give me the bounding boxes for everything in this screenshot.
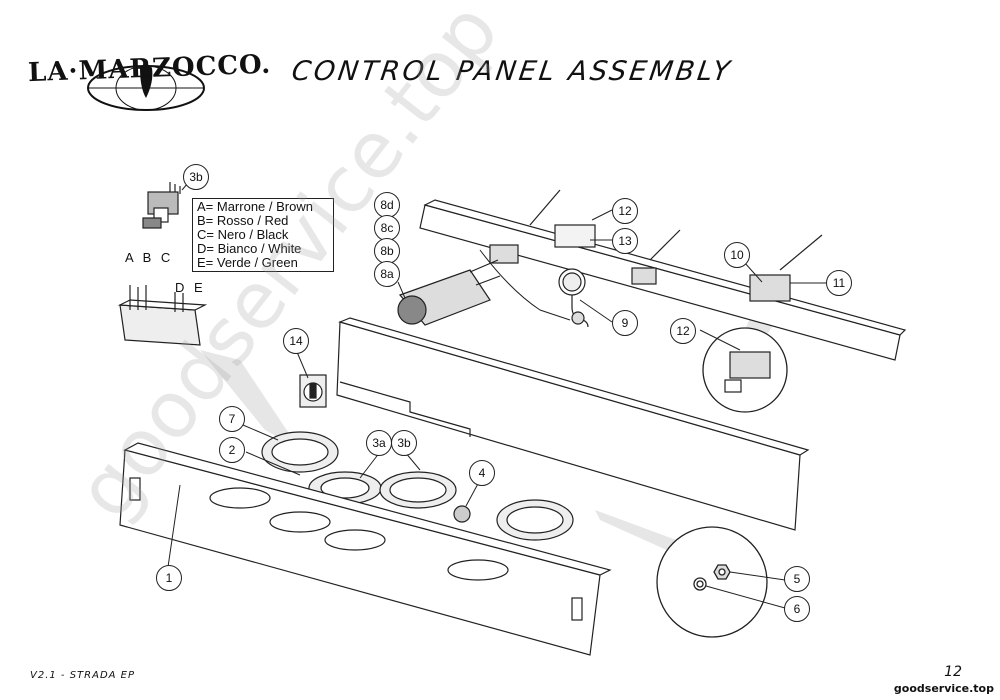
callout-2: 2 xyxy=(219,437,245,463)
callout-12-top: 12 xyxy=(612,198,638,224)
callout-11: 11 xyxy=(826,270,852,296)
legend-item: A= Marrone / Brown xyxy=(197,199,313,214)
callout-6: 6 xyxy=(784,596,810,622)
potentiometer-icon xyxy=(142,182,181,229)
page-number: 12 xyxy=(944,664,962,680)
detail-zoom-circle xyxy=(656,526,768,638)
pressure-gauge-icon xyxy=(479,249,589,328)
callout-1: 1 xyxy=(156,565,182,591)
control-panel-rail xyxy=(419,189,907,361)
relay-detail-icon xyxy=(724,351,771,393)
legend-item: B= Rosso / Red xyxy=(197,213,289,228)
zoom-beam xyxy=(200,350,300,450)
connector-block-icon xyxy=(117,285,208,346)
legend-item: D= Bianco / White xyxy=(197,241,302,256)
globe-emblem-icon xyxy=(87,64,205,111)
wire-color-legend: A= Marrone / Brown B= Rosso / Red C= Ner… xyxy=(192,198,334,272)
callout-7: 7 xyxy=(219,406,245,432)
pin-label-abc: A B C xyxy=(125,250,174,265)
callout-10: 10 xyxy=(724,242,750,268)
callout-4: 4 xyxy=(469,460,495,486)
legend-item: C= Nero / Black xyxy=(197,227,289,242)
callout-14: 14 xyxy=(283,328,309,354)
callout-3b-top: 3b xyxy=(183,164,209,190)
model-label: V2.1 - STRADA EP xyxy=(30,670,136,681)
rotary-switch-icon xyxy=(397,259,501,326)
site-label: goodservice.top xyxy=(893,682,994,695)
callout-9: 9 xyxy=(612,310,638,336)
callout-3a: 3a xyxy=(366,430,392,456)
pin-label-de: D E xyxy=(175,280,206,295)
display-bezels xyxy=(261,431,574,541)
front-panel-plate xyxy=(119,442,612,656)
callout-8a: 8a xyxy=(374,261,400,287)
nut-washer-detail-icon xyxy=(693,564,731,591)
selector-switch-icon xyxy=(299,374,327,408)
callout-12-detail: 12 xyxy=(670,318,696,344)
rear-panel-plate xyxy=(336,317,810,531)
callout-13: 13 xyxy=(612,228,638,254)
callout-3b: 3b xyxy=(391,430,417,456)
callout-5: 5 xyxy=(784,566,810,592)
legend-item: E= Verde / Green xyxy=(197,255,298,270)
brand-logo: LA·MARZOCCO. xyxy=(28,40,272,120)
